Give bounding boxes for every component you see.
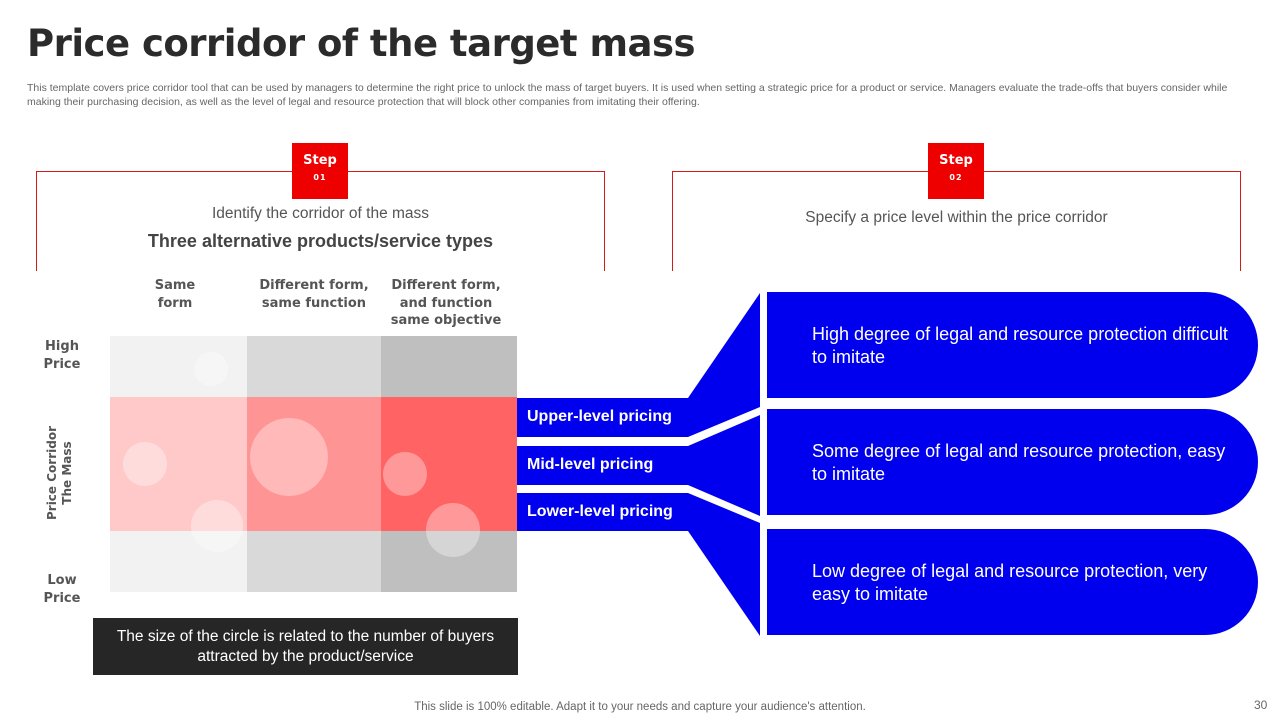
step-01-number: 01 (313, 173, 327, 182)
step-02-number: 02 (949, 173, 963, 182)
grid-cell-mid-same-objective (381, 397, 517, 531)
step-02-subtitle: Specify a price level within the price c… (805, 209, 1108, 226)
intro-text: This template covers price corridor tool… (27, 82, 1228, 108)
protection-text-low: Low degree of legal and resource protect… (812, 561, 1208, 604)
circle-size-note: The size of the circle is related to the… (93, 618, 518, 675)
row-header-low-price: Low Price (43, 573, 81, 606)
column-header-same-objective: Different form, and function same object… (390, 278, 502, 328)
page-title: Price corridor of the target mass (27, 22, 696, 65)
step-01-subtitle: Identify the corridor of the mass (211, 205, 430, 222)
bubble-circle (194, 352, 228, 386)
page-number: 30 (1254, 698, 1268, 712)
step-01-badge: Step 01 (292, 143, 348, 199)
bubble-circle (383, 452, 427, 496)
grid-cell-high-same-objective (381, 336, 517, 397)
bubble-circle (123, 442, 167, 486)
grid-cell-high-same-function (247, 336, 381, 397)
bubble-circle (426, 503, 480, 557)
row-header-high-price: High Price (43, 339, 81, 372)
lower-pricing-label: Lower-level pricing (527, 503, 673, 520)
bubble-circle (191, 500, 243, 552)
step-01-heading: Three alternative products/service types (147, 231, 494, 251)
grid-cell-low-same-form (110, 531, 247, 592)
step-02-word: Step (939, 153, 973, 168)
step-01-word: Step (303, 153, 337, 168)
grid-cell-low-same-function (247, 531, 381, 592)
grid-cell-mid-same-function (247, 397, 381, 531)
protection-text-high: High degree of legal and resource protec… (812, 324, 1228, 367)
grid-cell-high-same-form (110, 336, 247, 397)
mid-pricing-label: Mid-level pricing (527, 456, 654, 473)
protection-text-some: Some degree of legal and resource protec… (812, 441, 1226, 484)
grid-cell-mid-same-form (110, 397, 247, 531)
axis-label-price-corridor: Price Corridor The Mass (45, 426, 74, 521)
column-header-same-form: Same form (154, 278, 196, 311)
grid-cell-low-same-objective (381, 531, 517, 592)
footer-text: This slide is 100% editable. Adapt it to… (414, 701, 866, 713)
column-header-same-function: Different form, same function (259, 278, 369, 311)
step-02-badge: Step 02 (928, 143, 984, 199)
upper-pricing-label: Upper-level pricing (527, 408, 672, 425)
bubble-circle (250, 418, 328, 496)
